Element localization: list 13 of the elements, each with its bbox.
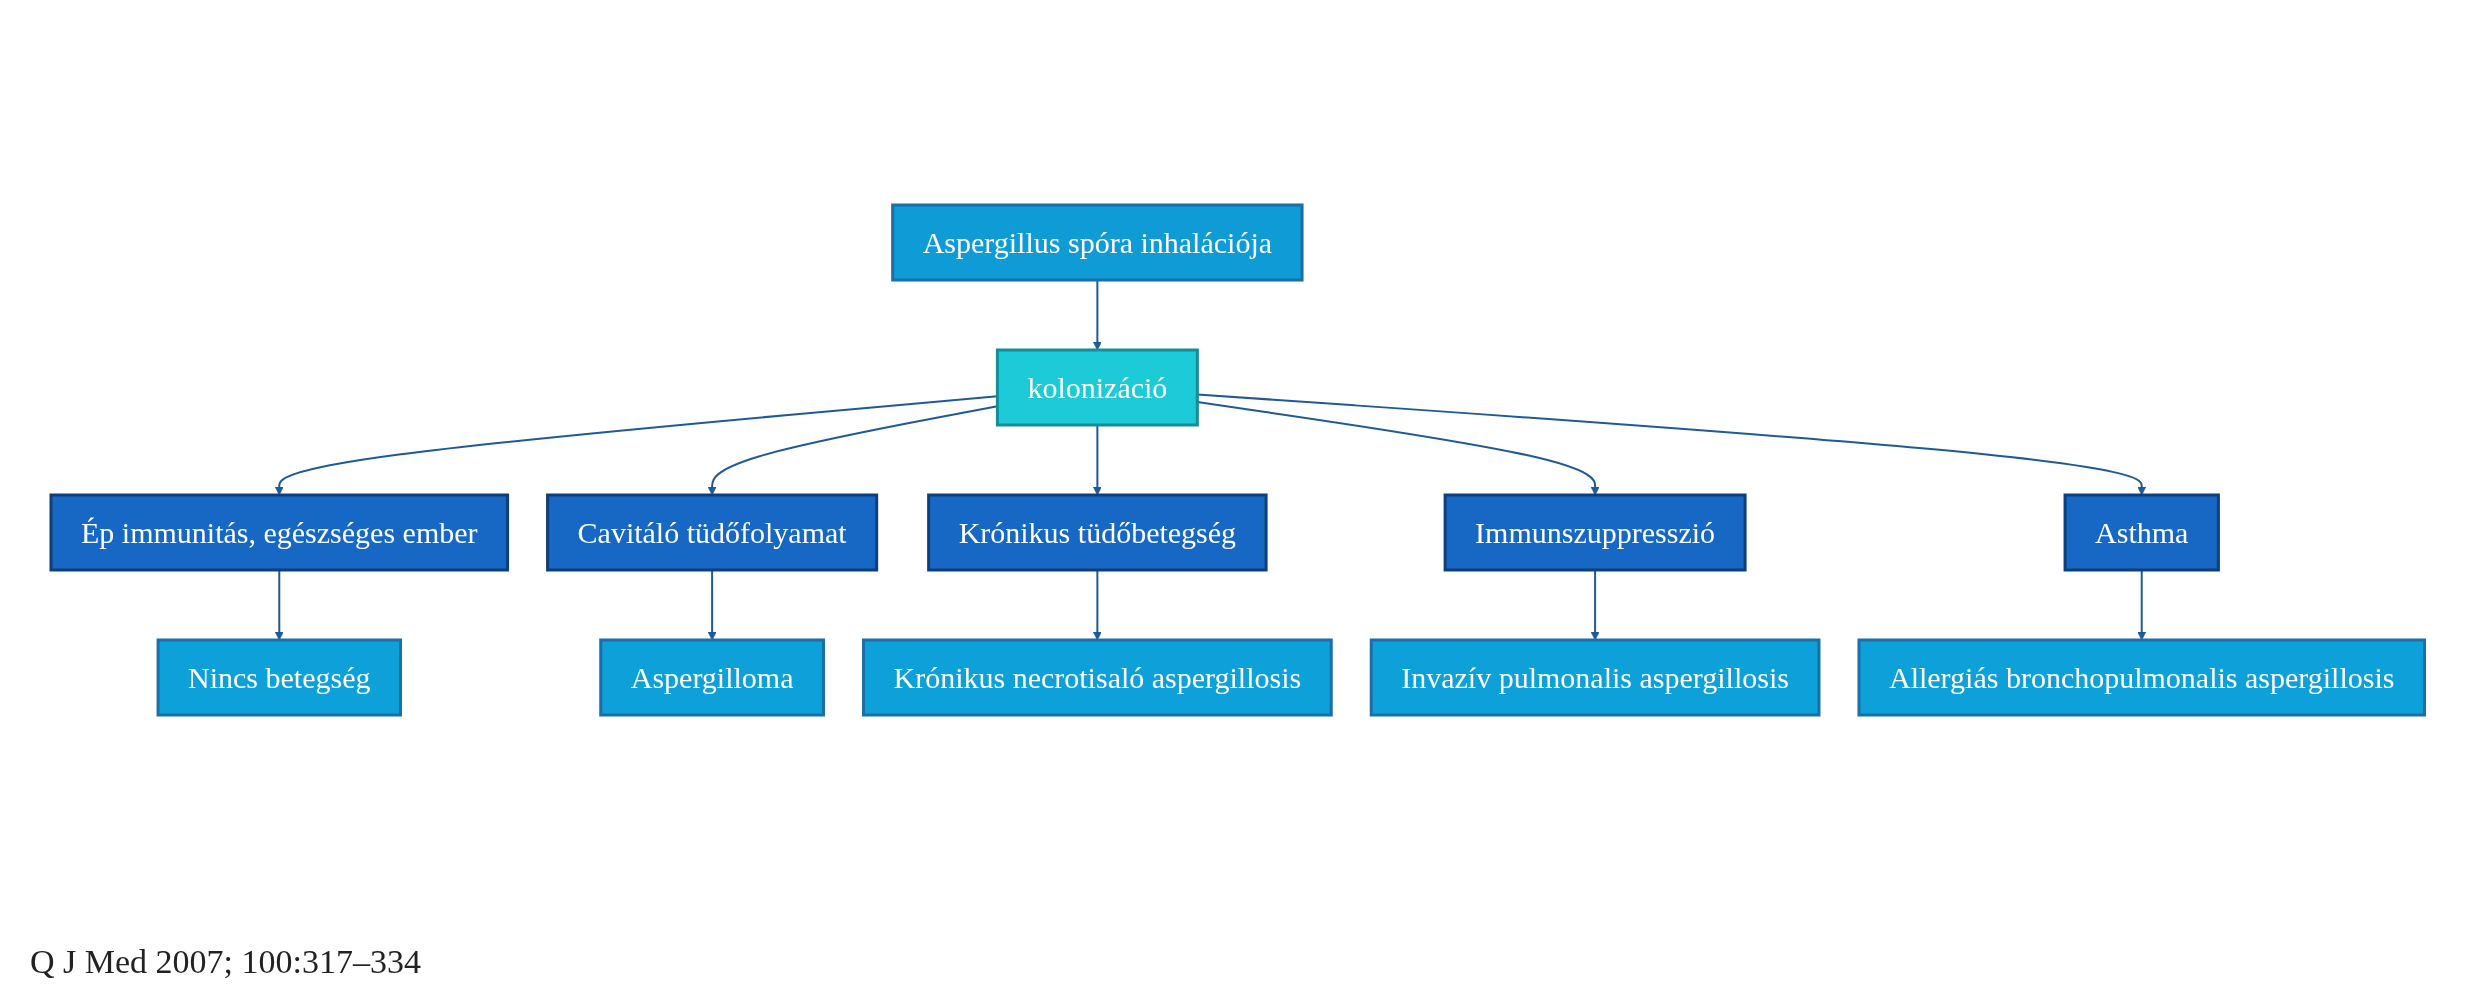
node-box: Krónikus tüdőbetegség [927,493,1268,572]
node-box: Allergiás bronchopulmonalis aspergillosis [1857,638,2427,717]
citation-text: Q J Med 2007; 100:317–334 [30,943,421,981]
node-box: Krónikus necrotisaló aspergillosis [862,638,1333,717]
node-box: Aspergilloma [599,638,826,717]
node-box: Aspergillus spóra inhalációja [891,203,1304,282]
node-box: Nincs betegség [156,638,403,717]
node-box: kolonizáció [996,348,1200,427]
node-box: Invazív pulmonalis aspergillosis [1370,638,1821,717]
node-box: Cavitáló tüdőfolyamat [546,493,879,572]
node-box: Asthma [2063,493,2221,572]
node-box: Ép immunitás, egészséges ember [49,493,510,572]
node-box: Immunszuppresszió [1443,493,1747,572]
